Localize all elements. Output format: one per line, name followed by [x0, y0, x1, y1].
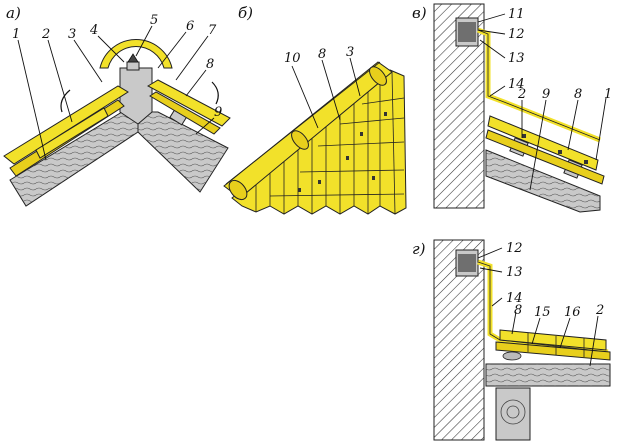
- leader-g2: [589, 315, 599, 367]
- callout-a3: 3: [68, 27, 76, 42]
- leader-v9: [529, 99, 547, 191]
- right-tile-under: [149, 91, 221, 135]
- callout-g16: 16: [564, 305, 581, 320]
- callout-g15: 15: [534, 305, 551, 320]
- callout-v12: 12: [508, 27, 525, 42]
- leader-b10: [291, 65, 319, 129]
- leader-v12: [477, 29, 506, 35]
- leader-g14: [491, 297, 503, 307]
- beam-rings-outer: [500, 399, 526, 425]
- panel-g: г) 12 13 14 8 15 16: [412, 239, 611, 441]
- tile-rows: [269, 97, 405, 197]
- ridge-beam: [119, 67, 153, 125]
- leader-v11: [477, 13, 506, 23]
- right-hook: [211, 81, 219, 105]
- leader-a2: [47, 39, 73, 123]
- fastener-g: [502, 351, 522, 361]
- beam-end-g: [495, 387, 531, 441]
- callout-g2: 2: [595, 303, 604, 318]
- callout-a6: 6: [186, 19, 194, 34]
- callout-g12: 12: [506, 241, 523, 256]
- panel-v: в) 11 12 13 14 2 9: [412, 3, 612, 213]
- leader-a9: [195, 117, 215, 135]
- leader-b3: [349, 57, 361, 97]
- leader-a1: [17, 39, 47, 161]
- panel-g-label: г): [412, 240, 426, 258]
- panel-v-label: в): [412, 4, 427, 22]
- leader-g8: [511, 311, 517, 335]
- ridge-tile: [99, 39, 173, 69]
- leader-g12: [477, 247, 503, 259]
- callout-a1: 1: [12, 27, 20, 42]
- tiles-v-top: [487, 115, 599, 171]
- callout-b8: 8: [318, 47, 326, 62]
- leader-v13: [479, 39, 506, 59]
- callout-v13: 13: [508, 51, 525, 66]
- callout-g8: 8: [514, 303, 522, 318]
- callout-a7: 7: [208, 23, 217, 38]
- tiles-v-marks: [522, 134, 588, 164]
- callout-v1: 1: [604, 87, 612, 102]
- callout-g14: 14: [506, 291, 523, 306]
- callout-b10: 10: [284, 51, 301, 66]
- tile-marks: [298, 112, 387, 192]
- callout-a4: 4: [89, 23, 98, 38]
- panel-b-label: б): [238, 4, 253, 22]
- callout-a2: 2: [41, 27, 50, 42]
- callout-b3: 3: [346, 45, 354, 60]
- callout-v14: 14: [508, 77, 525, 92]
- leader-v14: [489, 85, 506, 97]
- beam-rings-inner: [506, 405, 520, 419]
- deck-v-grain: [486, 150, 600, 212]
- ridge-nail: [127, 53, 139, 63]
- ridge-roll-highlight: [225, 61, 381, 185]
- left-tile-top: [3, 85, 129, 165]
- callout-a5: 5: [150, 13, 158, 28]
- flashing-v-outline: [477, 29, 601, 141]
- callout-v8: 8: [574, 87, 582, 102]
- tiles-g-top: [499, 329, 607, 351]
- right-tile-top: [146, 79, 231, 127]
- leader-b8: [321, 59, 341, 121]
- leader-a8: [185, 69, 207, 97]
- leader-a5: [135, 25, 153, 57]
- panel-a: а) 1 2: [3, 4, 231, 207]
- leader-a3: [73, 39, 103, 83]
- callout-v9: 9: [542, 87, 550, 102]
- tiles-v-under: [485, 129, 605, 185]
- callout-v11: 11: [508, 7, 525, 22]
- panel-b: б): [223, 4, 407, 215]
- leader-a7: [175, 35, 209, 81]
- leader-g16: [559, 317, 571, 349]
- callout-a9: 9: [214, 105, 222, 120]
- right-rafter-grain: [138, 112, 228, 192]
- left-tile-lap: [35, 107, 109, 159]
- leader-g13: [479, 267, 503, 273]
- callout-g13: 13: [506, 265, 523, 280]
- ridge-fixing: [126, 61, 140, 71]
- deck-g-grain: [486, 364, 610, 386]
- wall-block-v-fill: [458, 22, 476, 42]
- callout-v2: 2: [517, 87, 526, 102]
- left-hook: [60, 89, 71, 113]
- wall-block-g-fill: [458, 254, 476, 272]
- leader-a6: [157, 31, 187, 69]
- ridge-collars: [228, 66, 387, 201]
- tiles-g-under: [495, 341, 611, 361]
- leader-g15: [531, 317, 541, 345]
- leader-a4: [97, 35, 125, 63]
- flashing-g-outline: [477, 261, 609, 353]
- left-rafter-grain: [10, 112, 138, 206]
- panel-a-label: а): [6, 4, 21, 22]
- tiles-g-seams: [527, 333, 585, 357]
- callout-a8: 8: [206, 57, 214, 72]
- leader-v8: [567, 99, 579, 151]
- leader-v1: [595, 97, 607, 161]
